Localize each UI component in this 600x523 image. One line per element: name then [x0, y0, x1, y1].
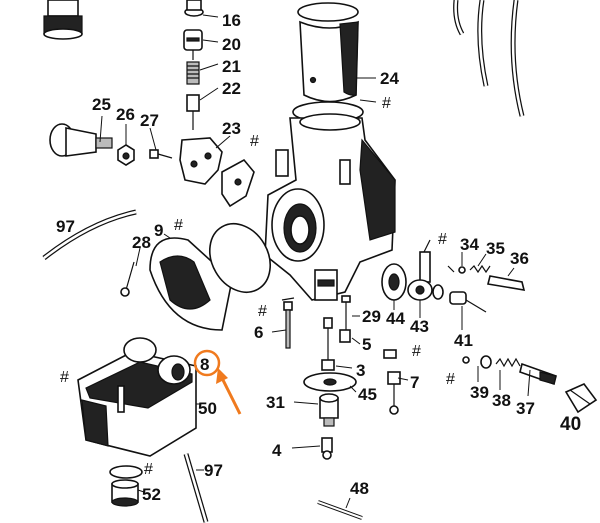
label-31: 31 [266, 393, 285, 412]
needle-parts [183, 0, 204, 130]
part-3 [321, 317, 335, 371]
top-left-knob [43, 0, 83, 40]
label-5: 5 [362, 335, 371, 354]
carburetor-body [264, 101, 396, 301]
part-29 [341, 295, 351, 330]
part-6 [281, 297, 295, 349]
label-28: 28 [132, 233, 151, 252]
label-26: 26 [116, 105, 135, 124]
tubes-top-right [453, 0, 525, 117]
parts-34-36 [447, 264, 526, 291]
label-4: 4 [272, 441, 282, 460]
parts-37-40 [462, 355, 598, 414]
label-23: 23 [222, 119, 241, 138]
hash-52: # [144, 461, 153, 478]
part-44 [381, 263, 407, 301]
part-45 [303, 372, 357, 392]
part-5 [339, 329, 351, 343]
part-9-funnel [149, 223, 271, 331]
label-34: 34 [460, 235, 479, 254]
label-22: 22 [222, 79, 241, 98]
hash-24: # [382, 95, 391, 112]
part-31 [319, 393, 339, 427]
label-37: 37 [516, 399, 535, 418]
highlight-arrow-shaft [220, 377, 242, 415]
hash-7: # [412, 343, 421, 360]
label-36: 36 [510, 249, 529, 268]
part-27 [149, 149, 173, 159]
label-21: 21 [222, 57, 241, 76]
label-6: 6 [254, 323, 263, 342]
label-7: 7 [410, 373, 419, 392]
leader-lines [99, 14, 531, 509]
highlight-circle [193, 349, 221, 377]
label-52: 52 [142, 485, 161, 504]
label-40: 40 [560, 414, 581, 435]
label-35: 35 [486, 239, 505, 258]
part-43 [407, 239, 433, 301]
hash-23: # [250, 133, 259, 150]
label-29: 29 [362, 307, 381, 326]
label-25: 25 [92, 95, 111, 114]
label-9: 9 [154, 221, 163, 240]
part-labels: 16 20 21 22 23 24 25 26 27 97 28 9 34 35… [56, 11, 581, 504]
label-20: 20 [222, 35, 241, 54]
float-bowl [77, 337, 197, 457]
label-48: 48 [350, 479, 369, 498]
highlight-annotation [193, 349, 242, 415]
label-43: 43 [410, 317, 429, 336]
label-39: 39 [470, 383, 489, 402]
part-97-tube-bottom [183, 453, 209, 523]
label-3: 3 [356, 361, 365, 380]
part-23 [179, 137, 255, 208]
label-8: 8 [200, 355, 209, 374]
label-44: 44 [386, 309, 405, 328]
label-38: 38 [492, 391, 511, 410]
throttle-slide [297, 2, 359, 103]
label-45: 45 [358, 385, 377, 404]
label-24: 24 [380, 69, 399, 88]
part-4 [321, 437, 333, 460]
label-27: 27 [140, 111, 159, 130]
label-16: 16 [222, 11, 241, 30]
part-97-tube-top [42, 209, 137, 260]
part-25 [49, 123, 113, 157]
part-28 [120, 261, 135, 297]
part-48 [317, 500, 363, 520]
hash-6: # [258, 303, 267, 320]
part-52 [109, 465, 143, 507]
part-41 [432, 284, 487, 313]
hash-39: # [446, 371, 455, 388]
hash-34: # [438, 231, 447, 248]
label-97-top: 97 [56, 217, 75, 236]
hash-bowl: # [60, 369, 69, 386]
label-50: 50 [198, 399, 217, 418]
label-41: 41 [454, 331, 473, 350]
hash-9: # [174, 217, 183, 234]
part-26 [117, 144, 135, 166]
label-97-bottom: 97 [204, 461, 223, 480]
part-7 [383, 349, 401, 415]
hash-marks: # # # # # # # # # [60, 95, 455, 478]
highlight-arrow-head [216, 368, 228, 384]
